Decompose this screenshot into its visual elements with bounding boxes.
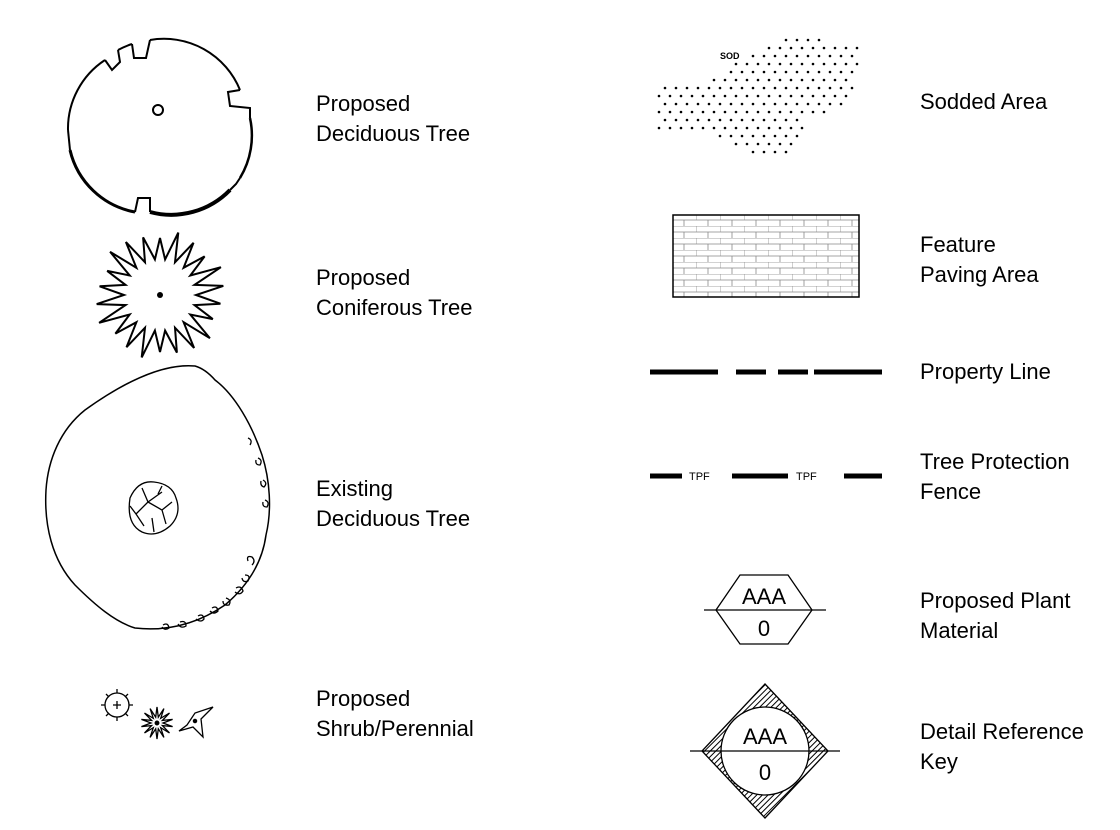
- proposed-coniferous-tree-symbol: [96, 232, 224, 358]
- plant-key-bottom-text: 0: [758, 616, 770, 641]
- tree-protection-fence-symbol: TPF TPF: [650, 471, 882, 483]
- proposed-shrub-perennial-symbol: [101, 689, 214, 740]
- legend-label-property-line: Property Line: [920, 359, 1051, 384]
- legend-label-sodded-area: Sodded Area: [920, 89, 1048, 114]
- feature-paving-area-symbol: [672, 214, 860, 298]
- plant-key-top-text: AAA: [742, 584, 786, 609]
- property-line-symbol: [650, 369, 882, 375]
- proposed-plant-material-symbol: AAA 0: [704, 574, 826, 645]
- proposed-deciduous-tree-symbol: [66, 37, 254, 217]
- tpf-text-2: TPF: [796, 471, 817, 483]
- sod-symbol-text: SOD: [720, 51, 740, 61]
- detail-key-top-text: AAA: [743, 724, 787, 749]
- detail-key-bottom-text: 0: [759, 760, 771, 785]
- existing-deciduous-tree-symbol: [44, 365, 271, 630]
- sodded-area-symbol: SOD: [657, 38, 859, 154]
- tpf-text-1: TPF: [689, 471, 710, 483]
- detail-reference-key-symbol: AAA 0: [690, 683, 840, 819]
